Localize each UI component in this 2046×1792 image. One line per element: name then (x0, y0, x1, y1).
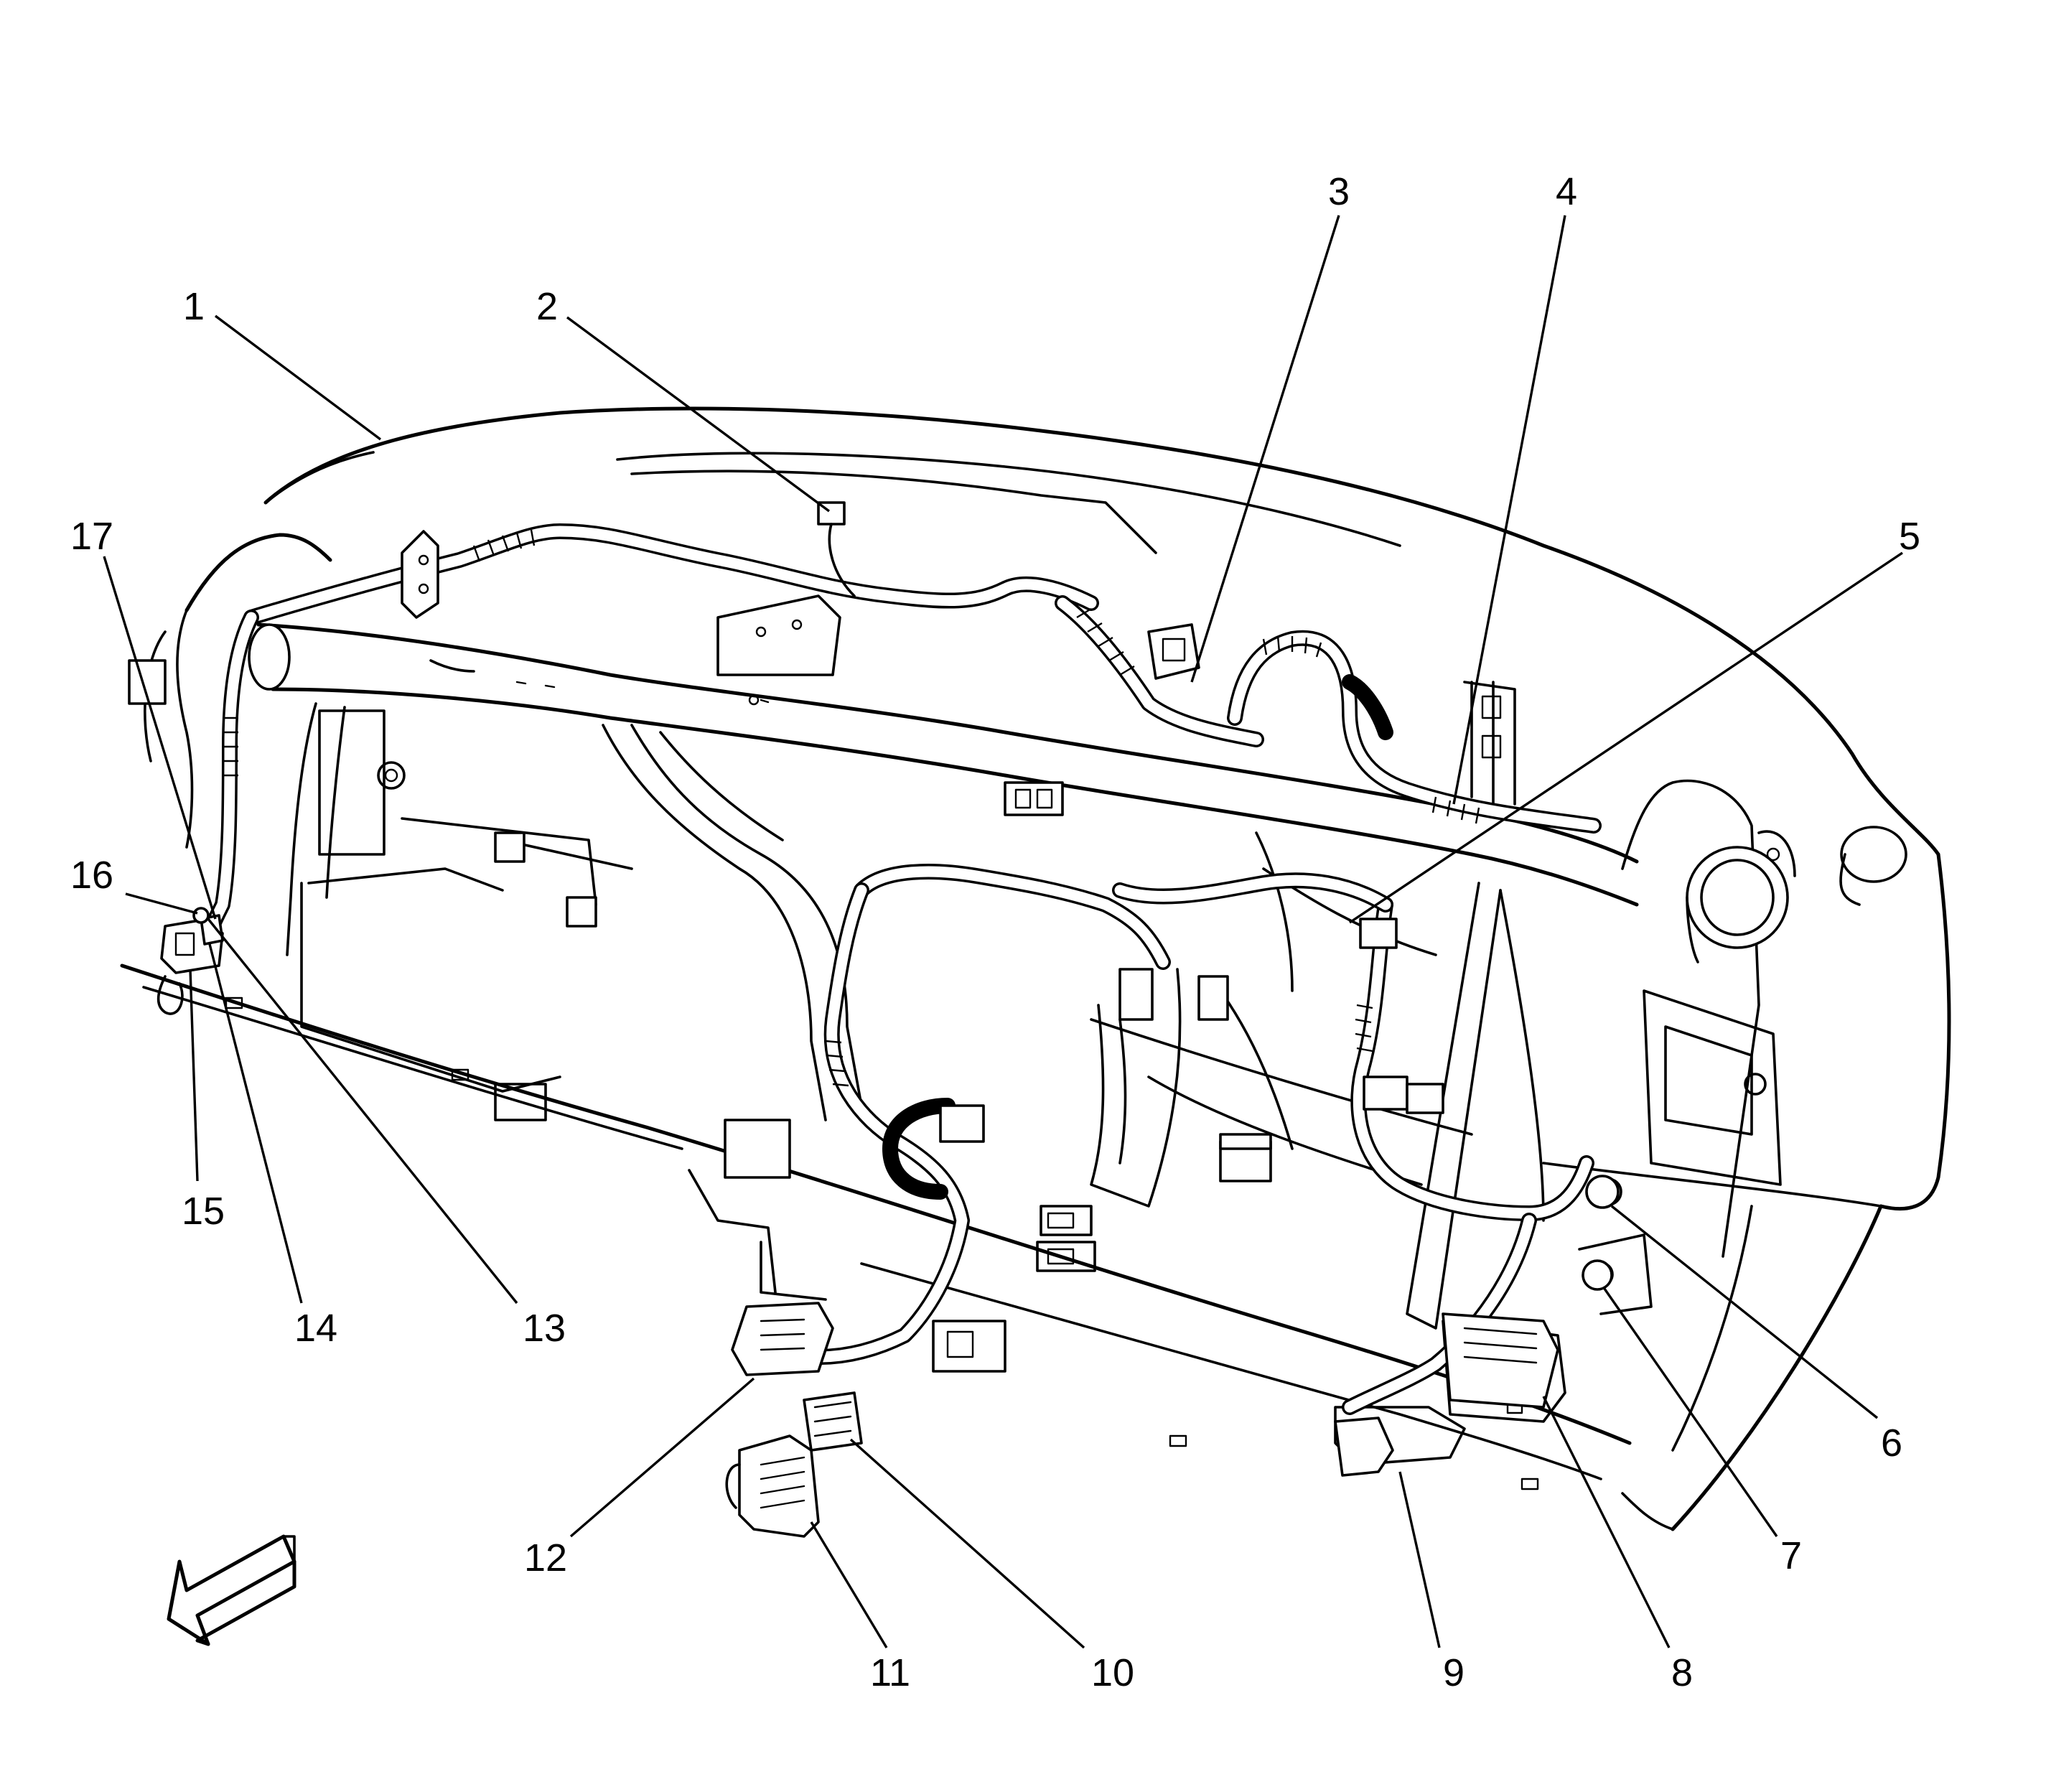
callout-5: 5 (1899, 515, 1920, 558)
ground-terminal-6 (1585, 1175, 1620, 1209)
direction-arrow-icon (167, 1534, 296, 1646)
callout-2: 2 (536, 285, 558, 328)
connector-11 (738, 1434, 820, 1538)
callout-16: 16 (70, 854, 113, 897)
callout-6: 6 (1881, 1422, 1902, 1465)
connector-14 (200, 914, 224, 946)
hvac-ducts (225, 681, 1907, 1490)
callout-7: 7 (1780, 1534, 1802, 1577)
instrument-panel-wiring-harness (197, 523, 1602, 1415)
callout-4: 4 (1556, 170, 1577, 213)
cross-car-beam (248, 622, 1639, 907)
connector-center-upper (1004, 781, 1064, 816)
connector-3 (1147, 623, 1200, 680)
callout-15: 15 (182, 1190, 225, 1233)
callout-10: 10 (1091, 1651, 1134, 1694)
callout-9: 9 (1443, 1651, 1465, 1694)
connector-12 (731, 1302, 834, 1376)
bracket-center-top (716, 594, 841, 676)
components (128, 501, 1620, 1538)
bracket-left-top (401, 530, 439, 619)
callout-numbers: 1 2 3 4 5 6 7 8 9 10 11 12 13 14 15 16 1… (70, 170, 1920, 1694)
callout-1: 1 (183, 285, 205, 328)
connector-9 (1334, 1417, 1394, 1477)
connector-5 (1359, 918, 1398, 949)
callout-11: 11 (870, 1651, 910, 1694)
ground-stud-7 (1582, 1259, 1613, 1291)
callout-3: 3 (1328, 170, 1350, 213)
leader-lines (103, 215, 1903, 1649)
harness-tape-wraps (223, 529, 1480, 1087)
callout-14: 14 (294, 1307, 337, 1350)
callout-12: 12 (524, 1536, 567, 1579)
callout-8: 8 (1671, 1651, 1693, 1694)
callout-13: 13 (523, 1307, 566, 1350)
connector-center-lower (724, 1119, 791, 1179)
callout-17: 17 (70, 515, 113, 558)
